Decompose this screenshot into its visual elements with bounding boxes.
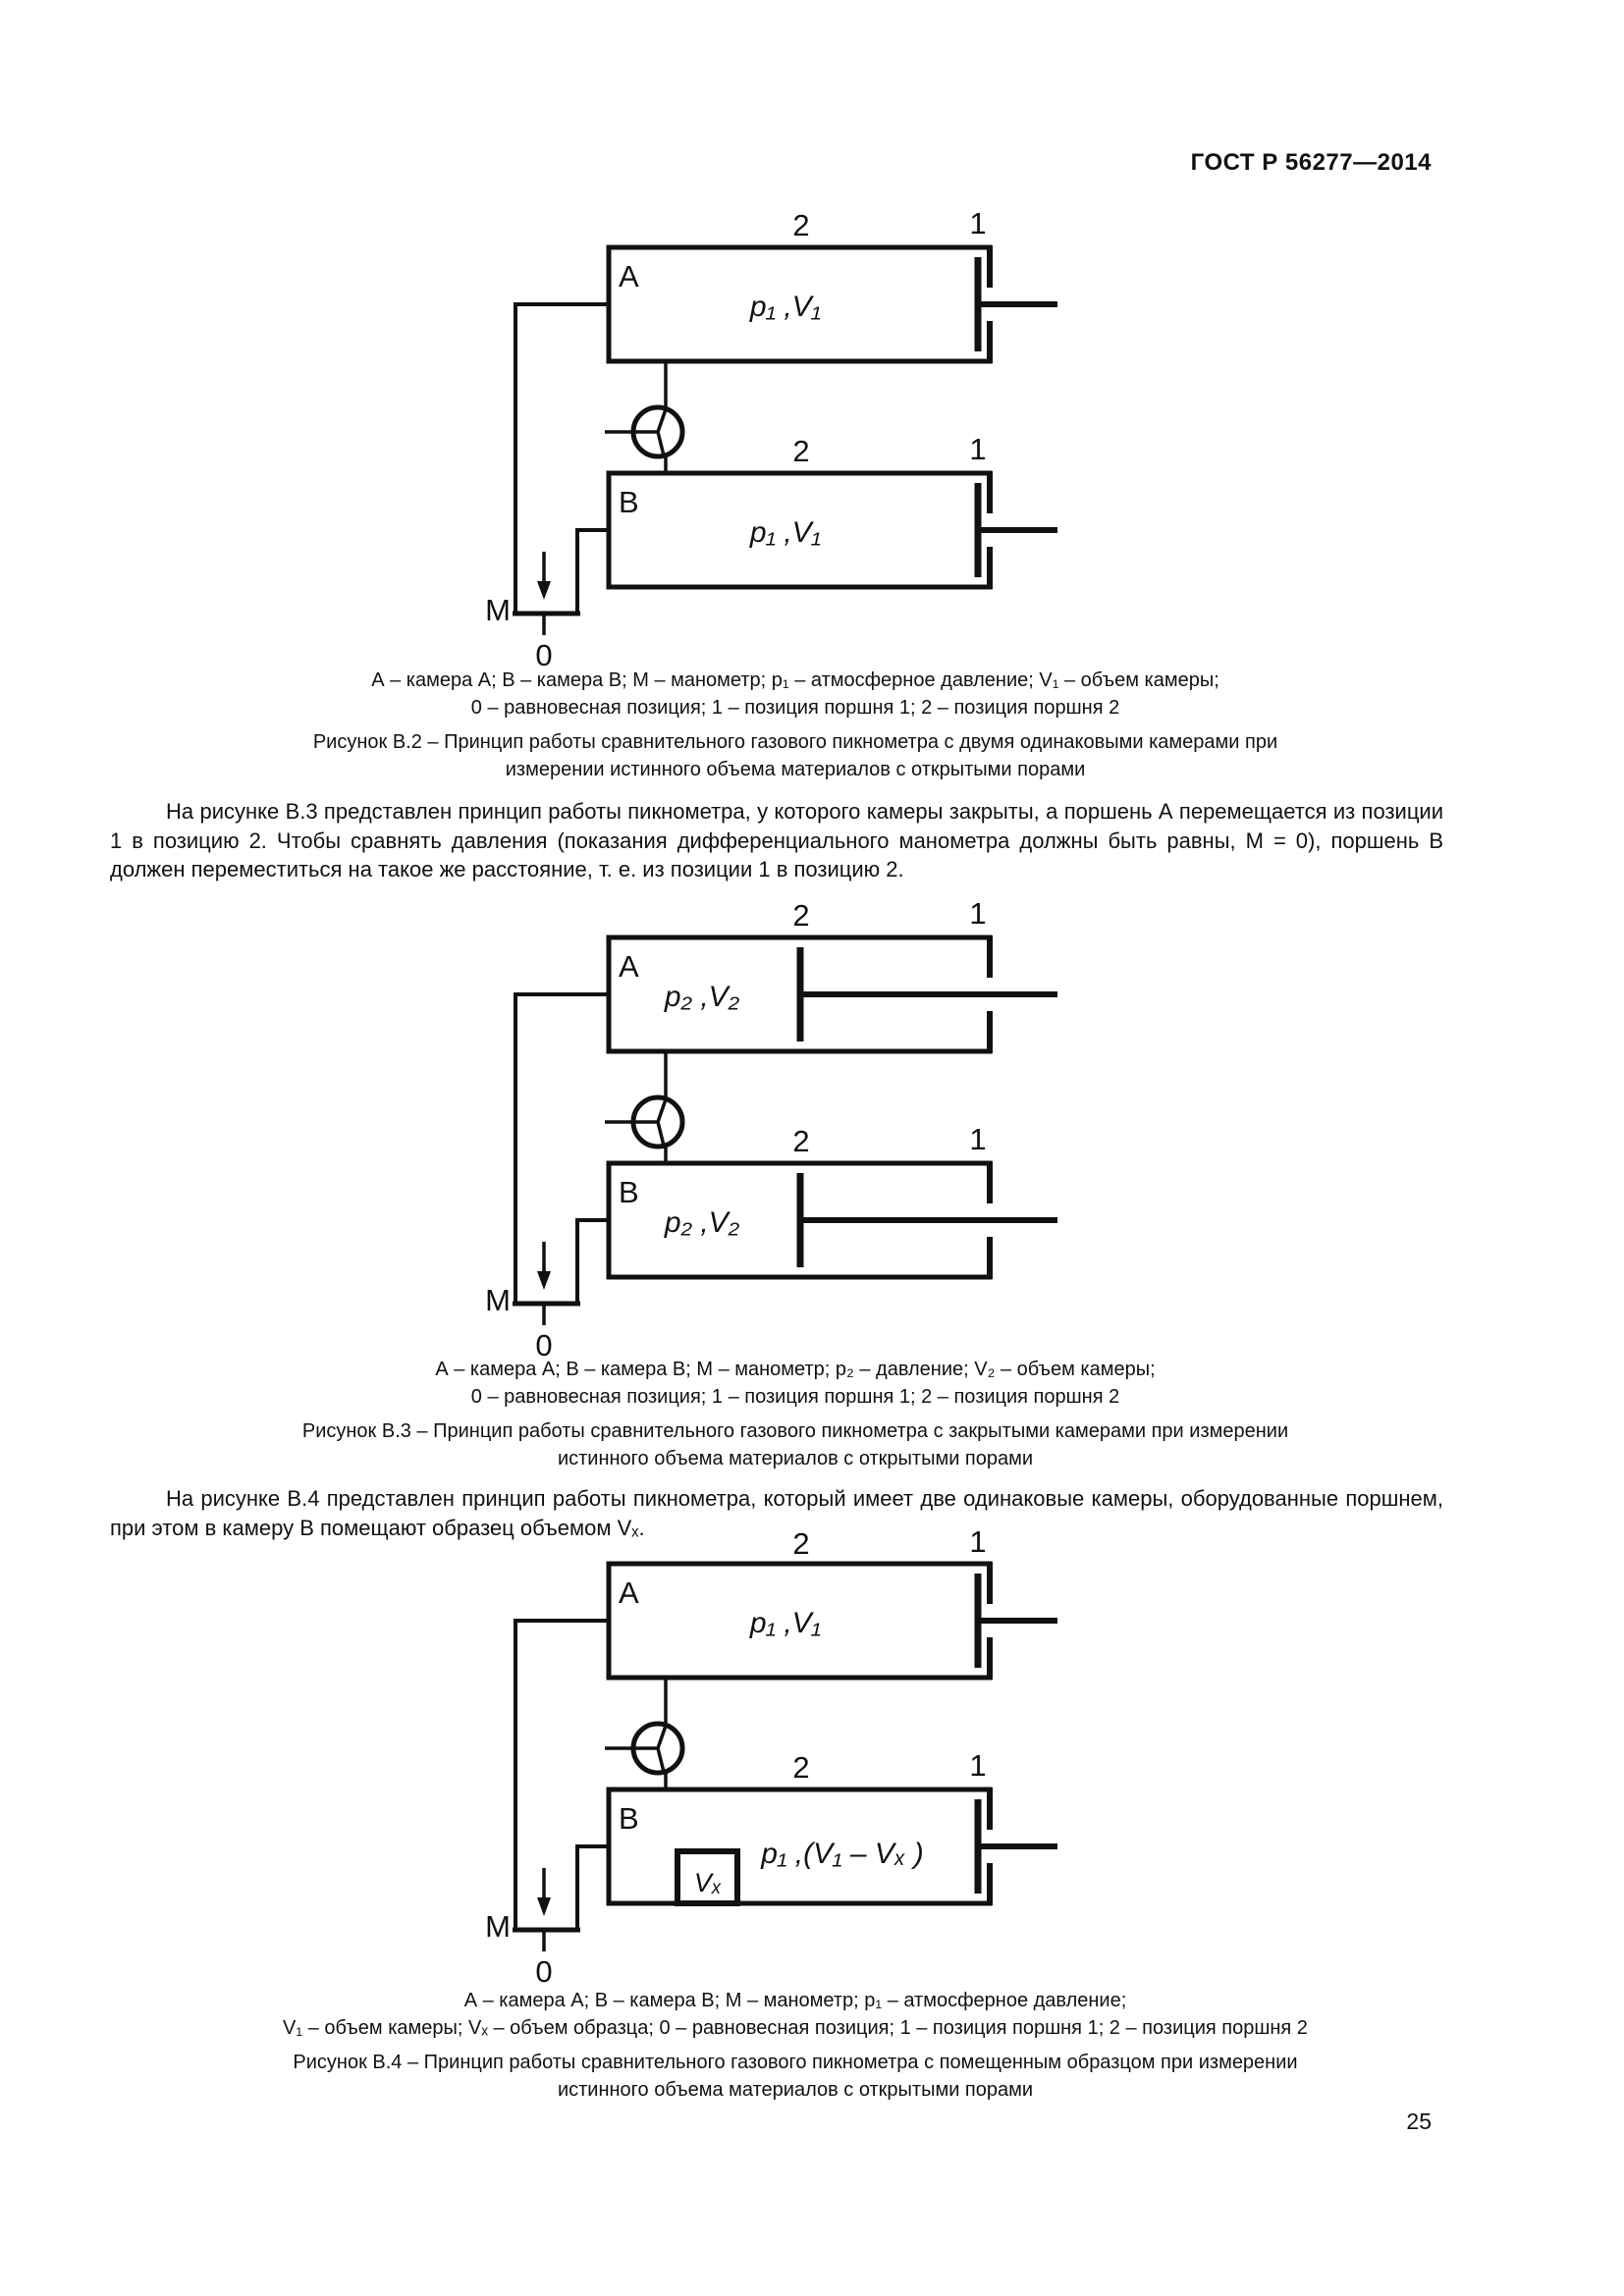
- piston-position-2-label: 2: [792, 434, 809, 468]
- piston-position-1-label: 1: [969, 1524, 986, 1559]
- fig-b2-legend-line2: 0 – равновесная позиция; 1 – позиция пор…: [470, 697, 1120, 719]
- valve-spokes: [634, 408, 668, 456]
- valve-spokes: [634, 1098, 668, 1147]
- manometer-pipe-right: [575, 1218, 609, 1306]
- chamber-b-state-label: p₁ ,V₁: [749, 516, 821, 549]
- piston-position-1-label: 1: [969, 896, 986, 931]
- chamber-a: A p₁ ,V₁: [606, 244, 1057, 364]
- chamber-b-state-label: p₁ ,(V₁ – Vₓ ): [760, 1838, 923, 1870]
- manometer-pipe-right: [575, 1844, 609, 1932]
- sample-box: [675, 1848, 740, 1906]
- piston-position-1-label: 1: [969, 1748, 986, 1783]
- valve-icon: [605, 1051, 685, 1165]
- chamber-a-letter: A: [619, 949, 639, 984]
- fig-b2-legend-line1: А – камера А; В – камера В; М – манометр…: [371, 669, 1219, 691]
- manometer-arrow-icon: [537, 581, 551, 600]
- chamber-b-letter: B: [619, 485, 639, 519]
- fig-b3-title-line1: Рисунок В.3 – Принцип работы сравнительн…: [301, 1420, 1289, 1442]
- chamber-a-state-label: p₁ ,V₁: [749, 1607, 821, 1639]
- figure-b2-diagram: 2 1 A p₁ ,V₁ 2 1 B p₁ ,V₁: [485, 206, 1057, 672]
- fig-b3-legend-line1: А – камера А; В – камера В; М – манометр…: [435, 1359, 1156, 1380]
- fig-b2-title-line2: измерении истинного объема материалов с …: [505, 759, 1086, 780]
- manometer: M 0: [485, 1619, 609, 1989]
- chamber-a-state-label: p₁ ,V₁: [749, 291, 821, 323]
- fig-b4-title-line2: истинного объема материалов с открытыми …: [557, 2079, 1034, 2101]
- chamber-a-letter: A: [619, 1575, 639, 1610]
- manometer: M 0: [485, 992, 609, 1362]
- paragraph-about-b4: На рисунке В.4 представлен принцип работ…: [110, 1486, 1443, 1540]
- manometer-pipe-left: [514, 992, 609, 1306]
- fig-b3-legend-line2: 0 – равновесная позиция; 1 – позиция пор…: [470, 1386, 1120, 1408]
- piston-position-2-label: 2: [792, 1750, 809, 1785]
- fig-b3-title-line2: истинного объема материалов с открытыми …: [557, 1448, 1034, 1469]
- manometer-letter: M: [485, 593, 511, 627]
- piston-position-1-label: 1: [969, 432, 986, 466]
- chamber-b: 2 1 B p₂ ,V₂: [606, 1122, 1057, 1280]
- fig-b2-title-line1: Рисунок В.2 – Принцип работы сравнительн…: [312, 731, 1278, 753]
- manometer-letter: M: [485, 1283, 511, 1317]
- chamber-a: A p₁ ,V₁: [606, 1561, 1057, 1681]
- chamber-b-state-label: p₂ ,V₂: [664, 1206, 740, 1239]
- sample-volume-label: Vₓ: [694, 1868, 722, 1897]
- piston-position-2-label: 2: [792, 1124, 809, 1158]
- chamber-a-letter: A: [619, 259, 639, 294]
- paragraph-about-b3: На рисунке В.3 представлен принцип работ…: [110, 799, 1443, 881]
- manometer-pipe-right: [575, 528, 609, 615]
- piston-position-2-label: 2: [792, 898, 809, 933]
- manometer-pipe-left: [514, 302, 609, 615]
- valve-icon: [605, 1678, 685, 1791]
- chamber-a-state-label: p₂ ,V₂: [664, 981, 740, 1013]
- piston-position-1-label: 1: [969, 1122, 986, 1156]
- zero-mark: 0: [535, 1328, 552, 1362]
- manometer-arrow-icon: [537, 1271, 551, 1290]
- zero-mark: 0: [535, 1954, 552, 1989]
- manometer: M 0: [485, 302, 609, 672]
- manometer-letter: M: [485, 1909, 511, 1944]
- fig-b4-legend-line2: V₁ – объем камеры; Vₓ – объем образца; 0…: [283, 2017, 1308, 2039]
- page-number: 25: [1406, 2109, 1432, 2134]
- piston-position-1-label: 1: [969, 206, 986, 240]
- chamber-b-letter: B: [619, 1801, 639, 1836]
- fig-b4-legend-line1: А – камера А; В – камера В; М – манометр…: [463, 1990, 1127, 2011]
- valve-icon: [605, 361, 685, 475]
- chamber-b-letter: B: [619, 1175, 639, 1209]
- fig-b4-title-line1: Рисунок В.4 – Принцип работы сравнительн…: [293, 2052, 1298, 2073]
- chamber-a: A p₂ ,V₂: [606, 934, 1057, 1054]
- valve-spokes: [634, 1725, 668, 1773]
- chamber-b: 2 1 B p₁ ,V₁: [606, 432, 1057, 590]
- standard-number-header: ГОСТ Р 56277—2014: [1190, 149, 1432, 176]
- chamber-b: 2 1 B Vₓ p₁ ,(V₁ – Vₓ ): [606, 1748, 1057, 1906]
- piston-position-2-label: 2: [792, 208, 809, 242]
- manometer-pipe-left: [514, 1619, 609, 1932]
- figure-b3-diagram: 2 1 A p₂ ,V₂ 2 1 B p₂ ,V₂: [485, 896, 1057, 1362]
- manometer-arrow-icon: [537, 1897, 551, 1916]
- zero-mark: 0: [535, 638, 552, 672]
- piston-position-2-label: 2: [792, 1526, 809, 1561]
- figure-b4-diagram: 2 1 A p₁ ,V₁ 2 1 B Vₓ: [485, 1524, 1057, 1989]
